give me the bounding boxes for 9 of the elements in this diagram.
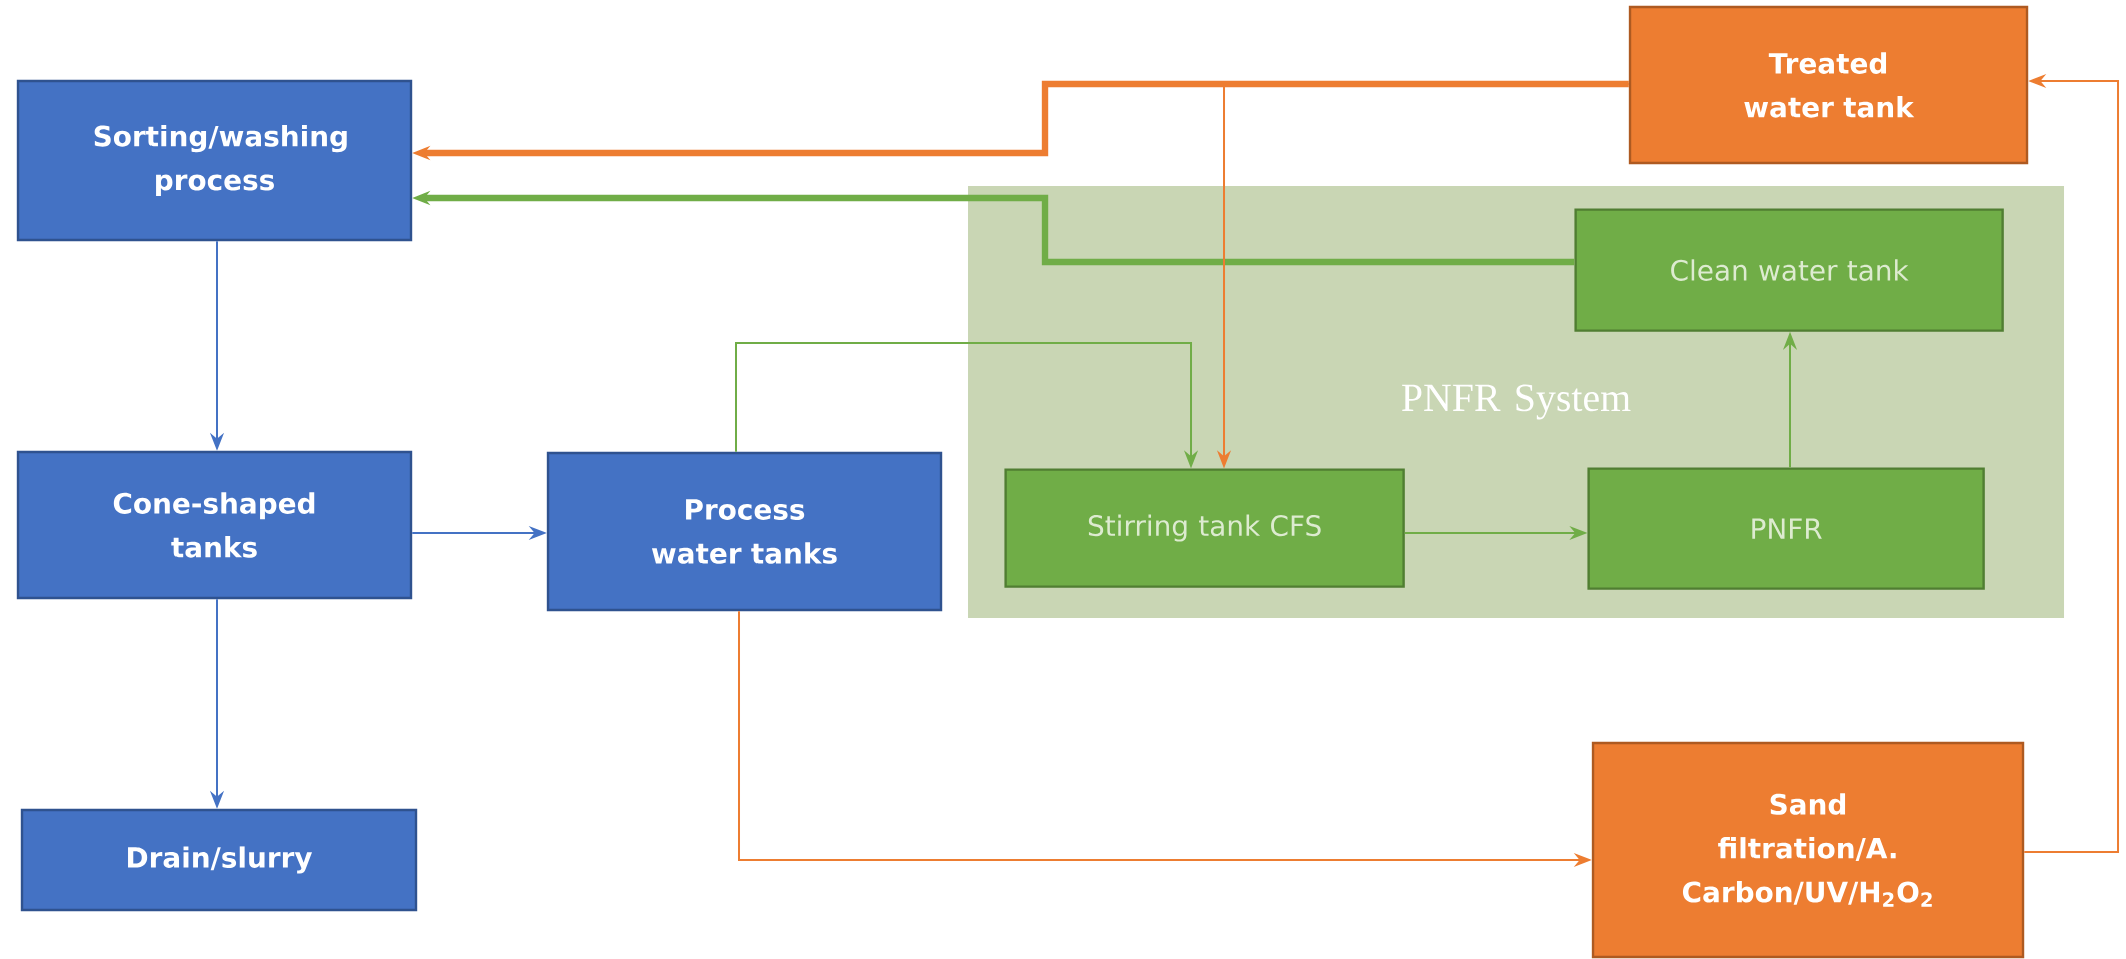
process-box: Drain/slurry	[20, 808, 418, 912]
process-box: Process water tanks	[546, 451, 943, 612]
process-box: Treated water tank	[1628, 5, 2029, 165]
process-box: PNFR	[1587, 467, 1985, 590]
process-box: Sand filtration/A. Carbon/UV/H$_{2}$O$_{2}$	[1591, 741, 2025, 959]
process-box: Stirring tank CFS	[1004, 468, 1405, 588]
process-box: Clean water tank	[1574, 208, 2004, 332]
process-box: Sorting/washing process	[16, 79, 413, 242]
process-box: Cone-shaped tanks	[16, 450, 413, 600]
